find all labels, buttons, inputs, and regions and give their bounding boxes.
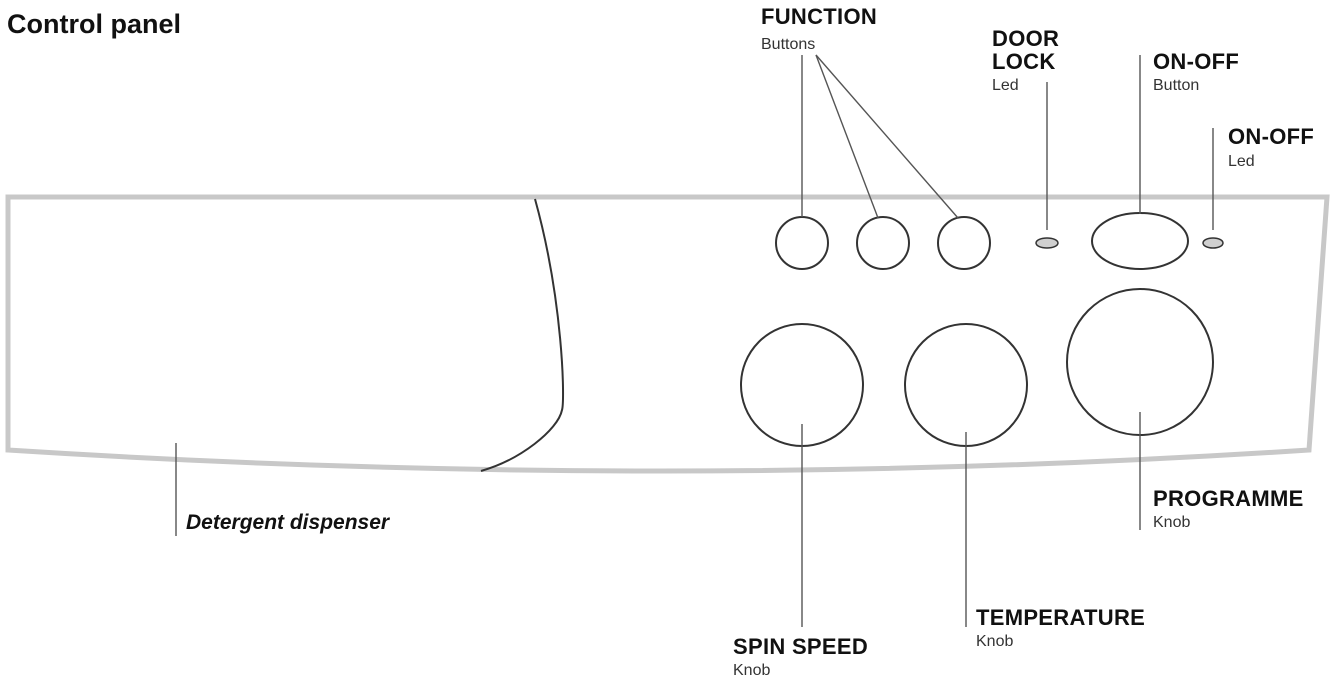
on-off-led-label: ON-OFF xyxy=(1228,124,1315,149)
on-off-led xyxy=(1202,237,1224,249)
temperature-knob xyxy=(904,323,1028,447)
on-off-led-sublabel: Led xyxy=(1228,153,1255,170)
door-lock-label-line1: DOOR xyxy=(992,26,1060,51)
leader-function-2 xyxy=(815,54,879,219)
page-title: Control panel xyxy=(7,9,181,39)
on-off-button-sublabel: Button xyxy=(1153,77,1200,94)
detergent-dispenser-label: Detergent dispenser xyxy=(186,511,390,534)
function-label: FUNCTION xyxy=(761,4,878,29)
leader-function-3 xyxy=(815,54,959,219)
temperature-sublabel: Knob xyxy=(976,633,1014,650)
function-sublabel: Buttons xyxy=(761,36,816,53)
function-button-1 xyxy=(775,216,829,270)
function-button-3 xyxy=(937,216,991,270)
function-button-2 xyxy=(856,216,910,270)
door-lock-label-line2: LOCK xyxy=(992,49,1056,74)
temperature-label: TEMPERATURE xyxy=(976,605,1146,630)
dispenser-drawer-edge xyxy=(480,198,565,472)
on-off-button xyxy=(1091,212,1189,270)
spin-speed-sublabel: Knob xyxy=(733,662,771,679)
programme-label: PROGRAMME xyxy=(1153,486,1304,511)
spin-speed-label: SPIN SPEED xyxy=(733,634,869,659)
programme-sublabel: Knob xyxy=(1153,514,1191,531)
door-lock-sublabel: Led xyxy=(992,77,1019,94)
door-lock-led xyxy=(1035,237,1059,249)
on-off-button-label: ON-OFF xyxy=(1153,49,1240,74)
